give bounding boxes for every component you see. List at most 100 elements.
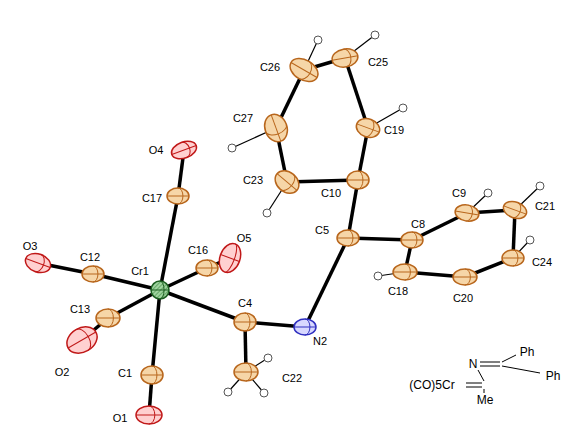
octant-arc <box>246 363 251 381</box>
ellipsoid-outline <box>401 232 423 248</box>
hydrogen-sphere <box>224 388 232 396</box>
principal-axis <box>234 322 256 323</box>
atom-label: Cr1 <box>130 265 150 277</box>
double-bond <box>480 362 500 363</box>
atom-label: C16 <box>187 244 209 256</box>
atom-ellipsoid <box>169 138 199 162</box>
single-bond <box>502 355 516 362</box>
formula-text: N <box>468 358 479 370</box>
formula-text: (CO)5Cr <box>408 379 455 391</box>
atom-ellipsoid <box>261 111 291 145</box>
bond <box>160 290 245 322</box>
atom-group <box>23 47 529 424</box>
principal-axis <box>453 277 477 278</box>
formula-text: Me <box>476 394 495 406</box>
double-bond <box>466 383 482 384</box>
atom-ellipsoid <box>354 115 383 140</box>
octant-arc <box>35 255 47 274</box>
hydrogen-group <box>224 31 544 397</box>
hydrogen-sphere <box>260 389 268 397</box>
octant-arc <box>207 260 212 276</box>
atom-label: C13 <box>69 303 91 315</box>
principal-axis <box>172 146 196 155</box>
atom-label: C8 <box>410 218 426 230</box>
hydrogen-sphere <box>371 31 379 39</box>
principal-axis <box>141 375 163 376</box>
octant-arc <box>465 269 470 285</box>
atom-ellipsoid <box>196 260 218 276</box>
octant-arc <box>343 48 352 67</box>
principal-axis <box>504 206 527 214</box>
ellipsoid-outline <box>347 171 369 189</box>
principal-axis <box>26 259 50 268</box>
principal-axis <box>96 318 120 319</box>
atom-label: C22 <box>281 372 303 384</box>
ellipsoid-outline <box>354 115 383 140</box>
atom-ellipsoid <box>234 313 256 331</box>
hydrogen-sphere <box>228 144 236 152</box>
single-bond <box>478 370 484 381</box>
ellipsoid-outline <box>196 260 218 276</box>
principal-axis <box>291 63 317 78</box>
atom-label: C26 <box>259 61 281 73</box>
atom-ellipsoid <box>393 264 417 280</box>
atom-ellipsoid <box>141 366 163 384</box>
principal-axis <box>337 238 359 239</box>
atom-label: C23 <box>242 174 264 186</box>
principal-axis <box>82 274 104 275</box>
ellipsoid-outline <box>271 166 304 198</box>
bond <box>160 196 178 290</box>
atom-label: N2 <box>312 335 328 347</box>
single-bond <box>484 389 485 393</box>
ellipsoid-outline <box>502 250 524 266</box>
principal-axis <box>401 240 423 241</box>
octant-arc <box>266 124 289 137</box>
ellipsoid-outline <box>141 366 163 384</box>
hydrogen-sphere <box>264 354 272 362</box>
hydrogen-sphere <box>314 36 322 44</box>
ellipsoid-outline <box>136 406 162 424</box>
hydrogen-sphere <box>374 272 382 280</box>
ellipsoid-outline <box>234 363 258 381</box>
octant-arc <box>348 230 353 246</box>
atom-label: C10 <box>320 187 342 199</box>
atom-label: C27 <box>232 112 254 124</box>
principal-axis <box>167 196 189 197</box>
formula-text: Ph <box>519 346 536 358</box>
ellipsoid-outline <box>453 269 477 285</box>
ellipsoid-outline <box>294 319 316 335</box>
atom-label: C12 <box>79 251 101 263</box>
hydrogen-sphere <box>263 209 271 217</box>
principal-axis <box>455 211 479 215</box>
octant-arc <box>178 188 183 204</box>
principal-axis <box>271 115 281 141</box>
atom-ellipsoid <box>454 203 480 223</box>
principal-axis <box>347 180 369 181</box>
atom-label: C20 <box>452 292 474 304</box>
atom-label: O2 <box>54 366 71 378</box>
ellipsoid-outline <box>337 230 359 246</box>
ellipsoid-outline <box>331 47 360 69</box>
hydrogen-sphere <box>399 104 407 112</box>
ellipsoid-outline <box>82 266 104 282</box>
atom-label: C17 <box>141 192 163 204</box>
bond <box>305 238 348 327</box>
atom-label: C9 <box>451 187 467 199</box>
hydrogen-sphere <box>536 182 544 190</box>
atom-label: C5 <box>314 224 330 236</box>
octant-arc <box>513 250 518 266</box>
octant-arc <box>405 264 410 280</box>
principal-axis <box>151 290 169 291</box>
atom-ellipsoid <box>502 250 524 266</box>
atom-label: C4 <box>237 297 253 309</box>
atom-label: O4 <box>148 144 165 156</box>
hydrogen-sphere <box>526 236 534 244</box>
principal-axis <box>221 255 240 262</box>
octant-arc <box>160 281 164 299</box>
atom-ellipsoid <box>331 47 360 69</box>
atom-ellipsoid <box>136 406 162 424</box>
ellipsoid-outline <box>62 322 102 359</box>
ellipsoid-outline <box>151 281 169 299</box>
atom-ellipsoid <box>23 250 54 276</box>
